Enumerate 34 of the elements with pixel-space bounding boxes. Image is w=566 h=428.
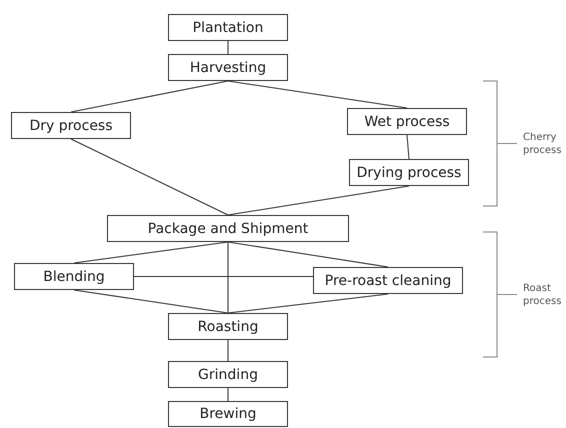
process-box xyxy=(168,54,288,81)
process-box xyxy=(107,215,349,242)
connector-line xyxy=(134,276,314,277)
box-label: Plantation xyxy=(192,20,264,36)
box-label: Blending xyxy=(43,268,105,284)
box-label: Dry process xyxy=(29,118,113,134)
connector-line xyxy=(228,294,388,314)
connector-line xyxy=(406,134,410,160)
connector-line xyxy=(228,242,388,268)
connector-line xyxy=(74,242,228,264)
connector-line xyxy=(74,290,228,314)
connector-line xyxy=(70,80,228,112)
process-box xyxy=(11,112,131,139)
process-box xyxy=(313,267,463,294)
connector-line xyxy=(228,186,410,216)
process-box xyxy=(347,108,467,135)
connector-line xyxy=(70,138,228,216)
process-box xyxy=(14,263,134,290)
box-label: Roasting xyxy=(198,318,258,334)
box-label: Brewing xyxy=(200,406,256,422)
box-label: Wet process xyxy=(364,114,450,130)
process-box xyxy=(168,14,288,41)
process-box xyxy=(349,159,469,186)
process-box xyxy=(168,361,288,388)
box-label: Harvesting xyxy=(190,60,266,76)
process-box xyxy=(168,313,288,340)
bracket-label: Roast process xyxy=(523,282,562,308)
connector-line xyxy=(228,80,408,108)
box-label: Package and Shipment xyxy=(148,220,308,236)
bracket-label: Cherry process xyxy=(523,130,562,156)
box-label: Drying process xyxy=(356,164,462,180)
process-box xyxy=(168,401,288,427)
box-label: Grinding xyxy=(198,366,258,382)
box-label: Pre-roast cleaning xyxy=(324,272,452,288)
